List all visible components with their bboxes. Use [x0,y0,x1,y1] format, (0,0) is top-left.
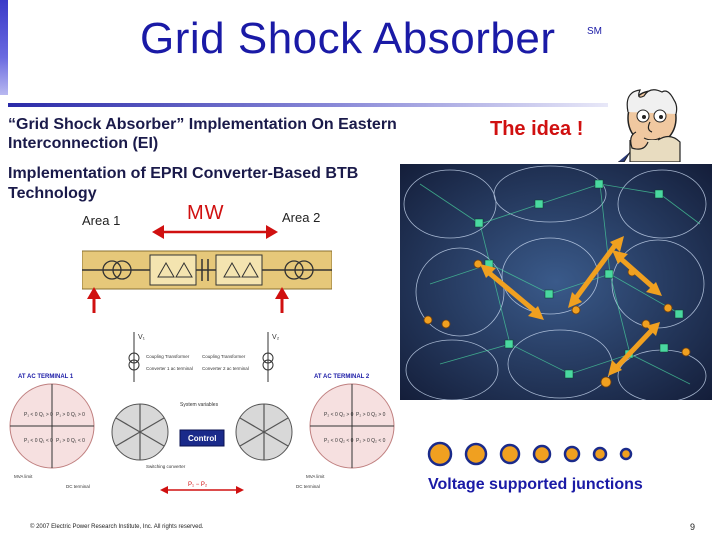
page-number: 9 [690,522,696,532]
hair-shape [626,89,678,115]
mw-label: MW [187,202,225,224]
quad-right-1: P₂ > 0 Q₂ > 0 [356,412,386,418]
epri-heading: Implementation of EPRI Converter-Based B… [8,165,359,202]
v2-label: V₂ [272,334,280,341]
junction-circle-4 [532,444,552,464]
junction-size-legend [427,441,633,467]
hand-on-chin [630,131,649,150]
map-background [400,164,712,400]
pq-chart-left: P₁ < 0 Q₁ > 0 P₁ > 0 Q₁ > 0 P₁ < 0 Q₁ < … [9,383,95,479]
converter-2-block [215,254,263,286]
copyright-footer: © 2007 Electric Power Research Institute… [30,524,204,530]
pq-chart-right: P₂ < 0 Q₂ > 0 P₂ > 0 Q₂ > 0 P₂ < 0 Q₂ < … [306,383,395,479]
service-mark: SM [587,26,602,37]
btb-converter-diagram [82,250,332,313]
quad-right-0: P₂ < 0 Q₂ > 0 [324,412,354,418]
junction-circle-2 [464,442,488,466]
quad-left-3: P₁ > 0 Q₁ < 0 [56,438,85,444]
junction-circle-7 [619,447,633,461]
mw-double-arrow [152,225,278,239]
quad-right-2: P₂ < 0 Q₂ < 0 [324,438,354,444]
junction-markers [423,259,691,388]
converter-schematic: V₁ V₂ Coupling Transformer Converter 1 a… [9,332,395,494]
voltage-caption: Voltage supported junctions [428,476,643,493]
quad-left-2: P₁ < 0 Q₁ < 0 [24,438,53,444]
transformer-left-icon [102,260,122,280]
ac-terminal-2-label: AT AC TERMINAL 2 [314,374,370,380]
p1-minus-p2-label: P₁ − P₂ [188,482,208,488]
area-2-arrow [275,287,289,299]
bus-markers [474,179,684,379]
left-accent-bar [0,0,8,95]
switching-converter-label: Switching converter [146,464,186,469]
sleeve [618,151,631,162]
subheading: “Grid Shock Absorber” Implementation On … [8,116,397,152]
support-arrowheads [480,236,662,376]
quad-left-0: P₁ < 0 Q₁ > 0 [24,412,53,418]
slide-title: Grid Shock Absorber [140,14,556,63]
transformer-right-icon [284,260,304,280]
title-rule [8,103,608,107]
area-2-label: Area 2 [282,210,321,225]
system-variables-label: System variables [180,402,219,408]
quad-right-3: P₂ > 0 Q₂ < 0 [356,438,386,444]
dc-terminal-left: DC terminal [66,484,90,489]
coupling-transformer-2-label: Coupling Transformer [202,354,246,359]
thinking-man-illustration [618,89,681,162]
area-1-label: Area 1 [82,213,121,228]
mva-limit-right: MVA limit [306,474,325,479]
coupling-transformer-1-label: Coupling Transformer [146,354,190,359]
converter-1-block [149,254,197,286]
mva-limit-left: MVA limit [14,474,33,479]
support-arrows [486,242,656,370]
junction-circle-3 [499,443,521,465]
dc-terminal-right: DC terminal [296,484,320,489]
control-label: Control [188,434,216,443]
v1-label: V₁ [138,334,146,341]
junction-circle-6 [592,446,608,462]
junction-circle-1 [427,441,453,467]
ac-terminal-1-label: AT AC TERMINAL 1 [18,374,74,380]
idea-label: The idea ! [490,118,584,140]
converter-2-label: Converter 2 ac terminal [202,366,249,371]
network-map [400,164,712,400]
junction-circle-5 [563,445,581,463]
area-1-arrow [87,287,101,299]
control-block [179,429,225,447]
converter-1-label: Converter 1 ac terminal [146,366,193,371]
quad-left-1: P₁ > 0 Q₁ > 0 [56,412,85,418]
nose [647,121,653,133]
